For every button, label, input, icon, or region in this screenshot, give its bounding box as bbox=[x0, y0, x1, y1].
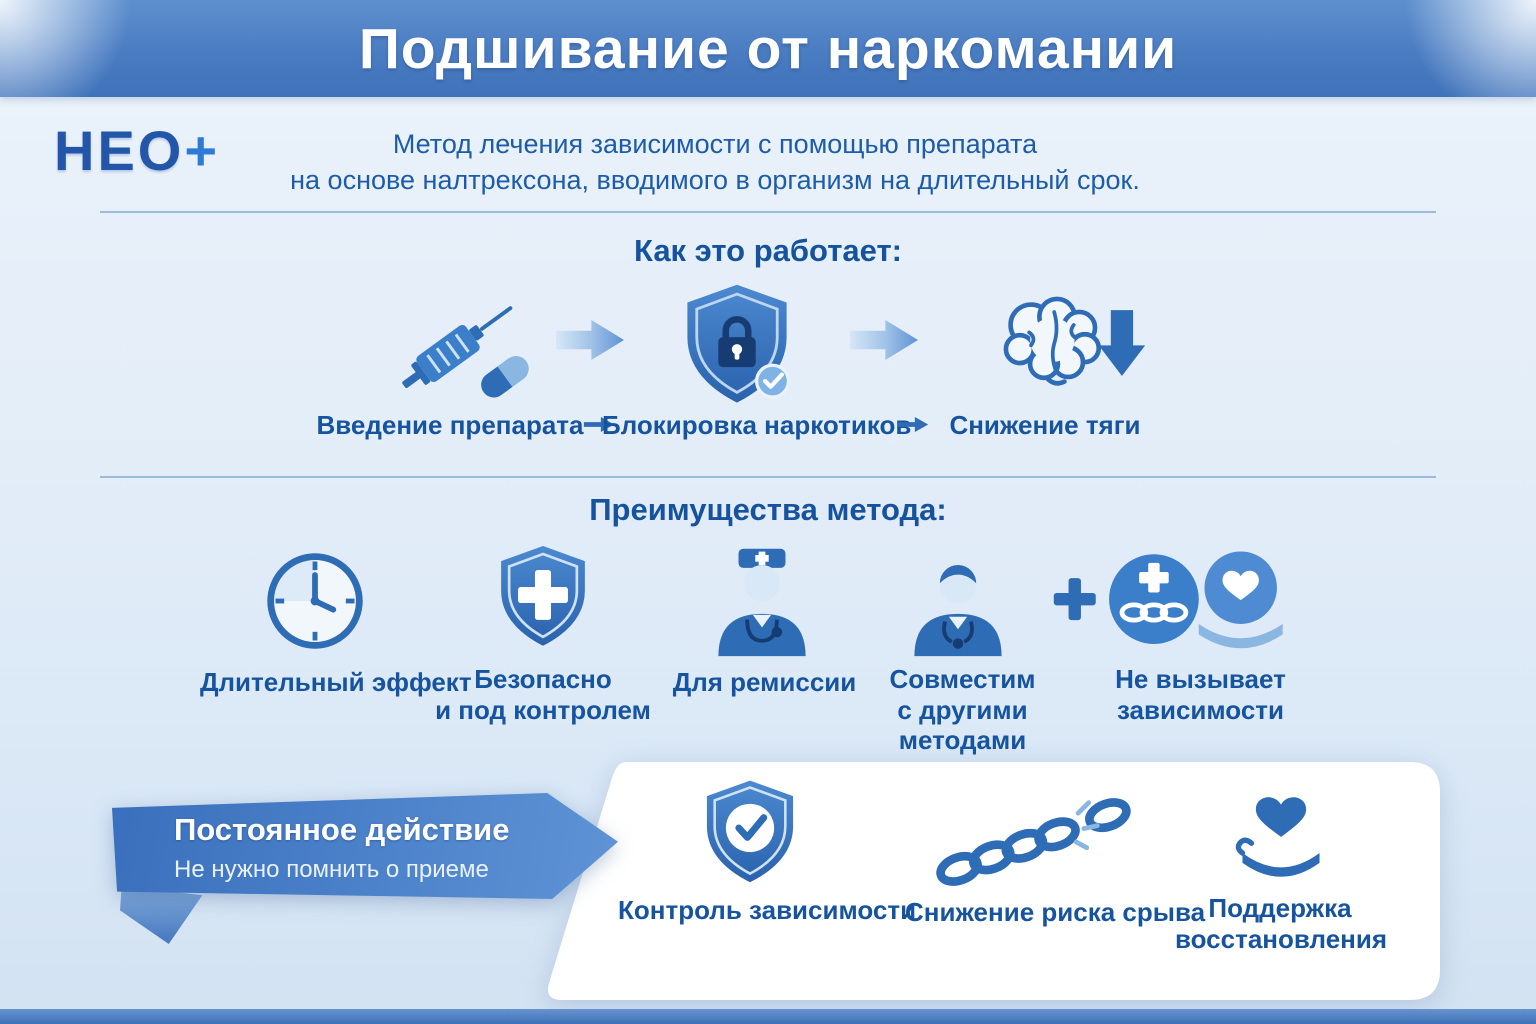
shield-check-icon bbox=[697, 778, 803, 890]
ribbon-banner bbox=[112, 793, 618, 899]
page-title: Подшивание от наркомании bbox=[358, 16, 1178, 81]
advantage-label-compatible: Совместим с другими методами bbox=[889, 664, 1036, 756]
intro-description-line1: Метод лечения зависимости с помощью преп… bbox=[392, 129, 1038, 159]
bottom-label-risk: Снижение риска срыва bbox=[905, 897, 1206, 927]
how-it-works-title: Как это работает: bbox=[634, 233, 902, 268]
intro-description: Метод лечения зависимости с помощью преп… bbox=[265, 127, 1165, 198]
hand-heart-icon bbox=[1222, 776, 1340, 888]
advantage-label-long-effect: Длительный эффект bbox=[200, 667, 472, 697]
step-label-blocking: Блокировка наркотиков bbox=[602, 410, 912, 440]
divider-middle bbox=[100, 476, 1436, 478]
arrow-right-icon bbox=[850, 320, 918, 360]
arrow-right-small-icon bbox=[896, 415, 930, 434]
intro-description-line2: на основе налтрексона, вводимого в орган… bbox=[290, 164, 1140, 195]
brand-logo-text: НЕО bbox=[54, 119, 185, 182]
step-label-injection: Введение препарата bbox=[316, 410, 584, 440]
advantage-label-safe: Безопасно и под контролем bbox=[435, 664, 651, 725]
arrow-right-icon bbox=[556, 320, 624, 360]
doctor-cap-icon bbox=[706, 543, 818, 658]
bottom-label-control: Контроль зависимости bbox=[618, 895, 917, 925]
header: Подшивание от наркомании bbox=[0, 0, 1536, 97]
step-label-craving: Снижение тяги bbox=[949, 410, 1141, 440]
arrow-right-small-icon bbox=[582, 415, 616, 434]
footer-strip bbox=[0, 1009, 1536, 1024]
advantage-label-remission: Для ремиссии bbox=[672, 667, 857, 697]
header-corner-fade-left bbox=[0, 0, 160, 97]
doctor-stethoscope-icon bbox=[902, 543, 1014, 658]
advantages-title: Преимущества метода: bbox=[589, 492, 947, 527]
broken-chain-icon bbox=[928, 794, 1138, 890]
header-corner-fade-right bbox=[1376, 0, 1536, 97]
shield-lock-icon bbox=[676, 281, 798, 412]
advantage-label-no-addiction: Не вызывает зависимости bbox=[1115, 664, 1286, 725]
divider-top bbox=[100, 211, 1436, 213]
ribbon-subtitle: Не нужно помнить о приеме bbox=[174, 856, 489, 883]
clock-icon bbox=[262, 548, 368, 654]
ribbon-title: Постоянное действие bbox=[174, 812, 510, 847]
brand-logo-plus-icon: + bbox=[184, 119, 221, 182]
brand-logo: НЕО+ bbox=[54, 118, 220, 183]
shield-cross-icon bbox=[494, 543, 592, 655]
no-dependency-icon bbox=[1048, 540, 1298, 664]
syringe-pill-icon bbox=[383, 284, 541, 406]
brain-craving-down-icon bbox=[958, 286, 1156, 402]
ribbon-shape bbox=[112, 793, 618, 899]
bottom-label-support: Поддержка восстановления bbox=[1175, 893, 1388, 954]
